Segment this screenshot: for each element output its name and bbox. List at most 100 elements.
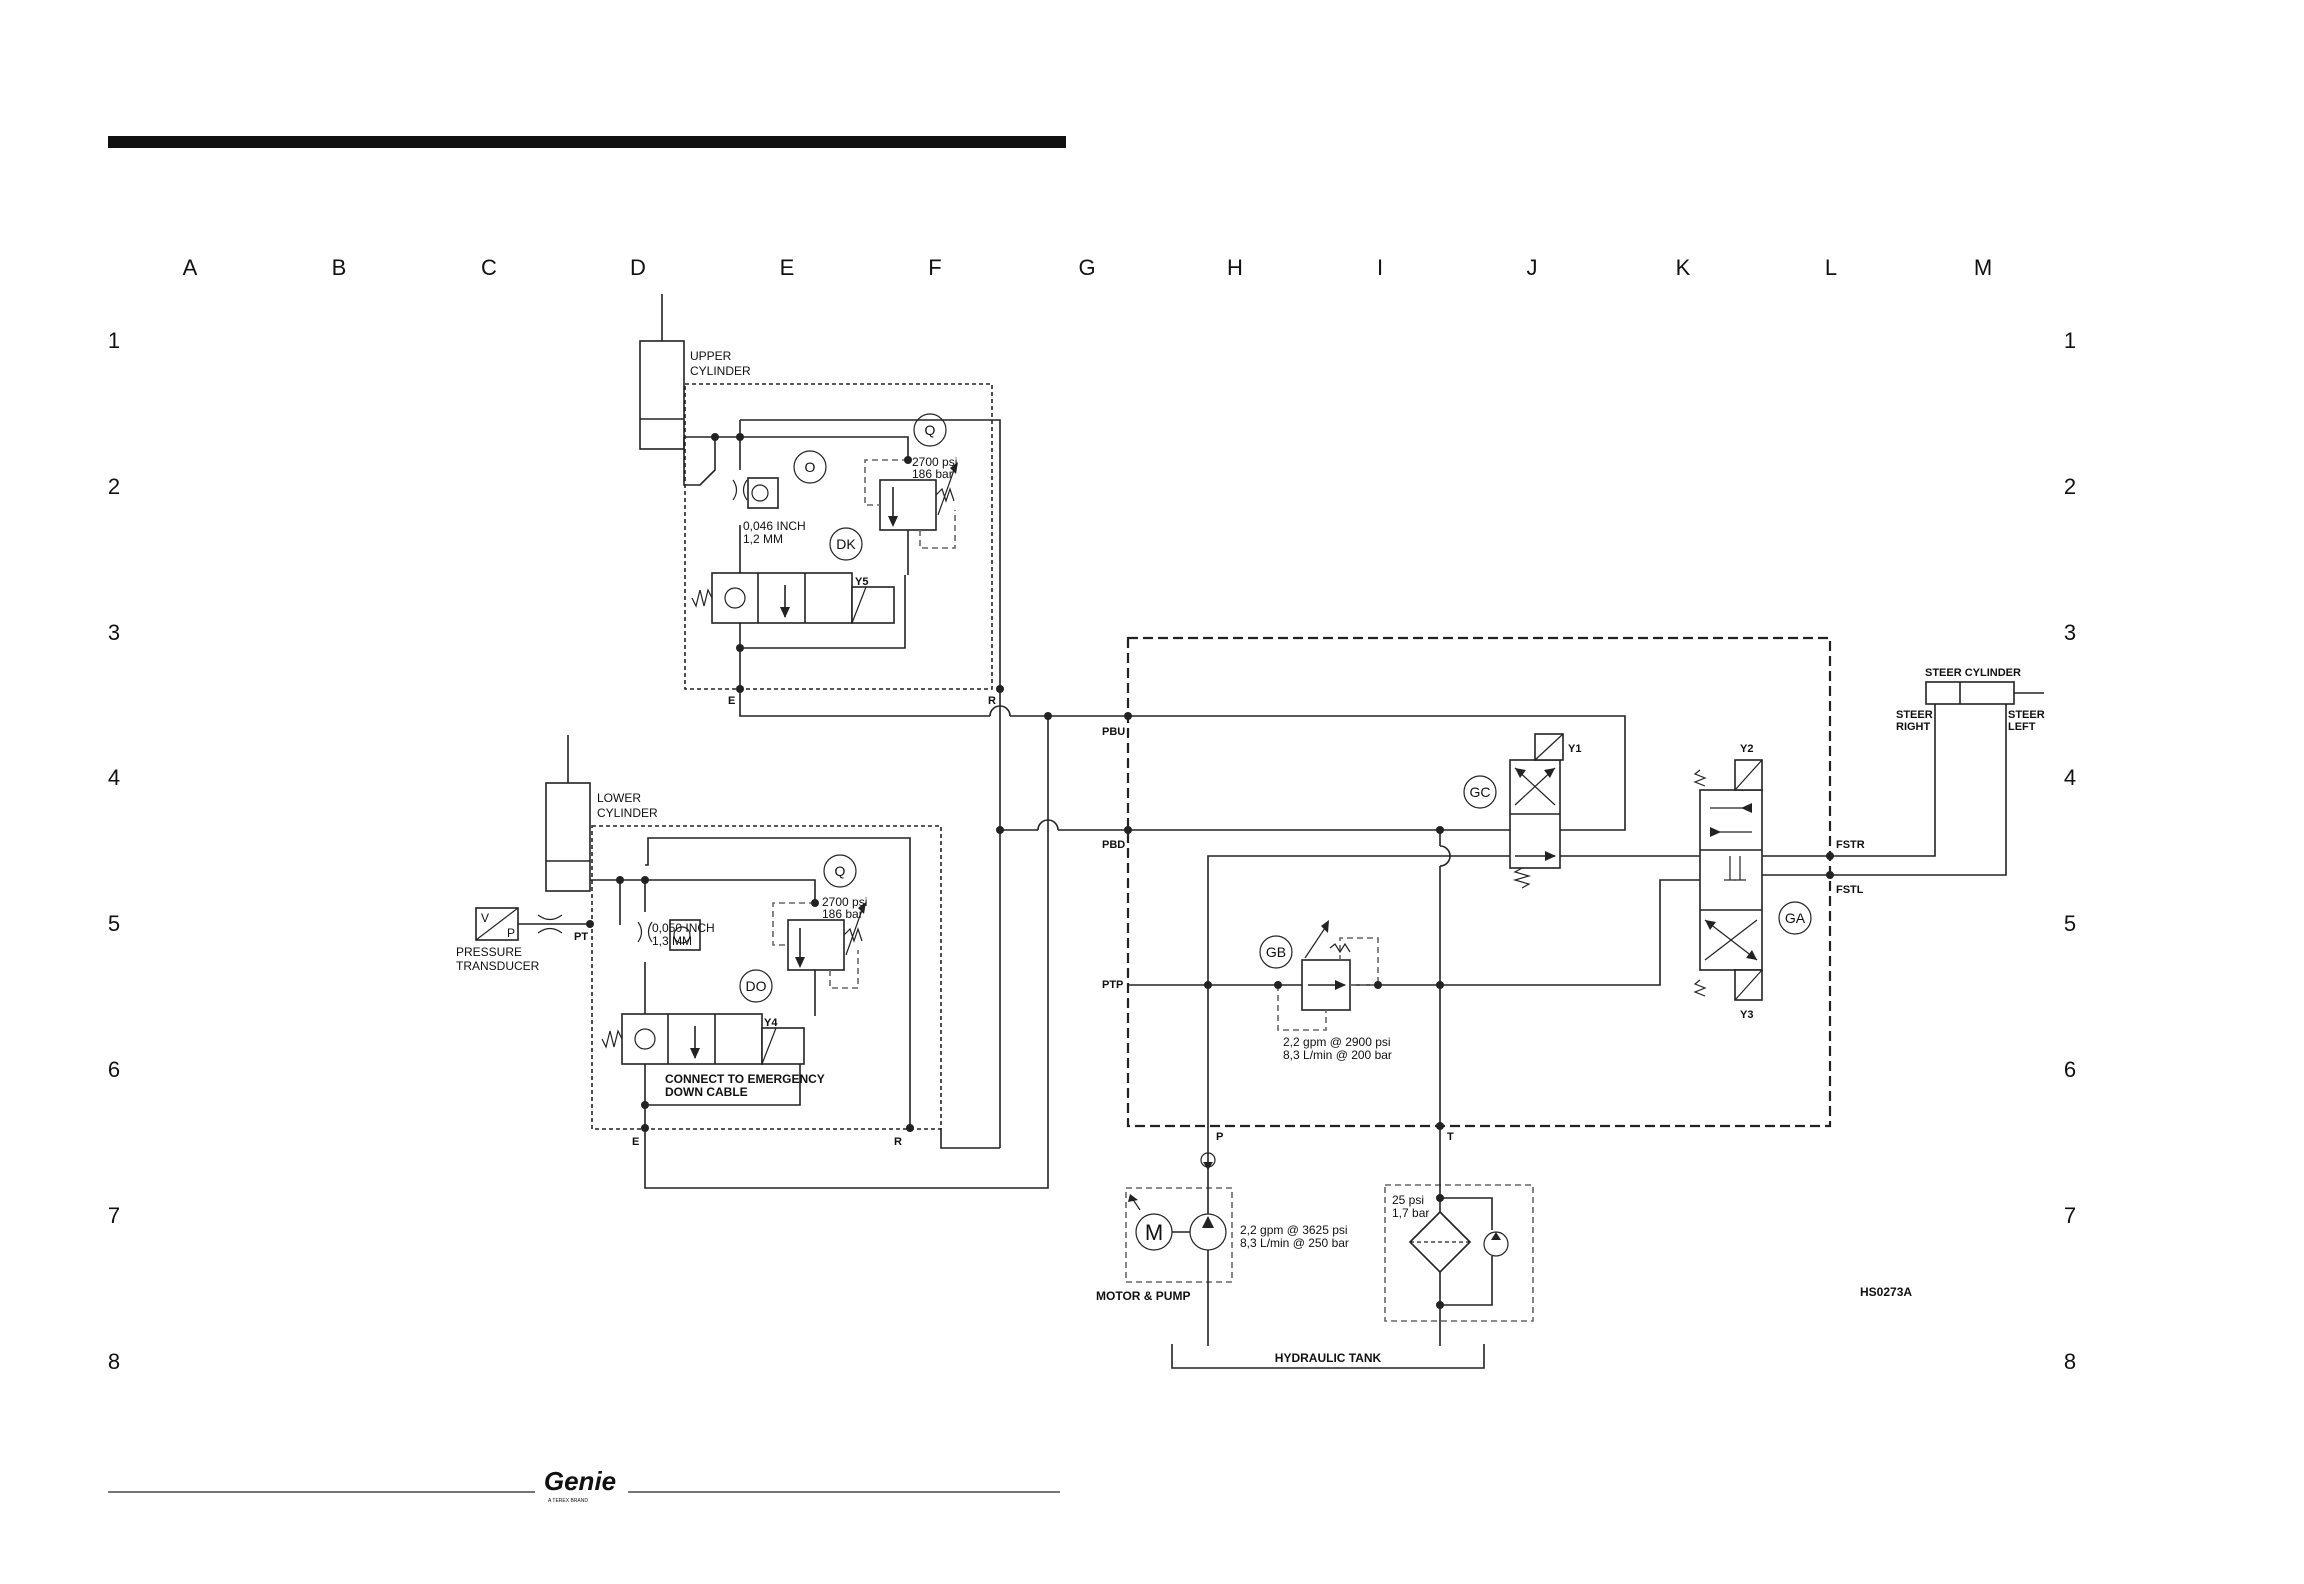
upper-cylinder-label-2: CYLINDER bbox=[690, 364, 751, 378]
row-label-2: 2 bbox=[108, 474, 120, 499]
port-fstr: FSTR bbox=[1836, 839, 1865, 851]
row-label-3-right: 3 bbox=[2064, 620, 2076, 645]
motor-pump: M P 2,2 gpm @ 3625 psi 8,3 L/min @ 250 b… bbox=[1096, 1126, 1349, 1346]
transducer-v: V bbox=[481, 911, 489, 925]
row-label-7: 7 bbox=[108, 1203, 120, 1228]
pump-rating-1: 2,2 gpm @ 3625 psi bbox=[1240, 1223, 1348, 1237]
port-p: P bbox=[1216, 1131, 1223, 1143]
steer-cylinder-label: STEER CYLINDER bbox=[1925, 667, 2021, 679]
steer-right-label-2: RIGHT bbox=[1896, 721, 1931, 733]
lower-cylinder: LOWER CYLINDER bbox=[545, 735, 658, 892]
upper-manifold: Y5 O Q DK 0,046 INCH 1,2 MM 2700 psi 186… bbox=[683, 383, 1001, 707]
col-label-f: F bbox=[928, 255, 941, 280]
col-label-b: B bbox=[332, 255, 347, 280]
col-label-l: L bbox=[1825, 255, 1837, 280]
steer-left-label-1: STEER bbox=[2008, 709, 2045, 721]
row-label-4: 4 bbox=[108, 765, 120, 790]
transducer-label-2: TRANSDUCER bbox=[456, 959, 540, 973]
col-label-i: I bbox=[1377, 255, 1383, 280]
lower-cylinder-label-2: CYLINDER bbox=[597, 806, 658, 820]
footer: Genie A TEREX BRAND bbox=[108, 1466, 1060, 1504]
row-label-2-right: 2 bbox=[2064, 474, 2076, 499]
port-pt: PT bbox=[574, 931, 588, 943]
lower-cylinder-label-1: LOWER bbox=[597, 791, 641, 805]
steer-left-label-2: LEFT bbox=[2008, 721, 2036, 733]
emergency-down-label-1: CONNECT TO EMERGENCY bbox=[665, 1072, 825, 1086]
row-label-8-right: 8 bbox=[2064, 1349, 2076, 1374]
row-label-3: 3 bbox=[108, 620, 120, 645]
lower-relief-label-1: 2700 psi bbox=[822, 895, 867, 909]
flow-reg-label-2: 8,3 L/min @ 200 bar bbox=[1283, 1048, 1392, 1062]
col-label-c: C bbox=[481, 255, 497, 280]
lower-port-e: E bbox=[632, 1136, 639, 1148]
steer-right-label-1: STEER bbox=[1896, 709, 1933, 721]
brand-logo: Genie bbox=[544, 1466, 616, 1496]
brand-tagline: A TEREX BRAND bbox=[548, 1498, 588, 1504]
lower-relief-label-2: 186 bar bbox=[822, 907, 863, 921]
steer-right-solenoid: Y2 bbox=[1740, 743, 1753, 755]
port-pbu: PBU bbox=[1102, 726, 1125, 738]
row-label-7-right: 7 bbox=[2064, 1203, 2076, 1228]
filter-rating-2: 1,7 bar bbox=[1392, 1206, 1429, 1220]
flow-reg-label-1: 2,2 gpm @ 2900 psi bbox=[1283, 1035, 1391, 1049]
col-label-m: M bbox=[1974, 255, 1992, 280]
row-label-6-right: 6 bbox=[2064, 1057, 2076, 1082]
port-t: T bbox=[1447, 1131, 1454, 1143]
upper-orifice-label-2: 1,2 MM bbox=[743, 532, 783, 546]
drawing-number: HS0273A bbox=[1860, 1285, 1912, 1299]
transducer-label-1: PRESSURE bbox=[456, 945, 522, 959]
col-label-k: K bbox=[1676, 255, 1691, 280]
enable-valve-solenoid: Y1 bbox=[1568, 743, 1581, 755]
upper-cylinder-label-1: UPPER bbox=[690, 349, 732, 363]
lower-port-r: R bbox=[894, 1136, 902, 1148]
motor-letter: M bbox=[1145, 1220, 1163, 1245]
grid-column-labels: A B C D E F G H I J K L M bbox=[183, 255, 1993, 280]
return-filter: T 25 psi 1,7 bar bbox=[1384, 1122, 1534, 1346]
lower-valve-solenoid: Y4 bbox=[764, 1017, 778, 1029]
steer-left-solenoid: Y3 bbox=[1740, 1009, 1753, 1021]
col-label-a: A bbox=[183, 255, 198, 280]
row-label-1-right: 1 bbox=[2064, 328, 2076, 353]
lower-manifold: Y4 Q DO 0,050 INCH 1,3 MM 2700 psi 186 b… bbox=[590, 825, 942, 1148]
steer-valve-tag: GA bbox=[1785, 910, 1806, 926]
upper-valve-tag: DK bbox=[836, 536, 856, 552]
port-pbd: PBD bbox=[1102, 839, 1125, 851]
pressure-transducer: V P PRESSURE TRANSDUCER PT bbox=[456, 907, 592, 973]
transducer-p: P bbox=[507, 926, 515, 940]
row-label-8: 8 bbox=[108, 1349, 120, 1374]
filter-rating-1: 25 psi bbox=[1392, 1193, 1424, 1207]
lower-relief-tag: Q bbox=[835, 863, 846, 879]
lower-orifice-label-2: 1,3 MM bbox=[652, 934, 692, 948]
lower-orifice-label-1: 0,050 INCH bbox=[652, 921, 715, 935]
junction-dots bbox=[586, 433, 1052, 1132]
upper-port-r: R bbox=[988, 695, 996, 707]
col-label-j: J bbox=[1527, 255, 1538, 280]
col-label-g: G bbox=[1078, 255, 1095, 280]
upper-check-tag: O bbox=[805, 459, 816, 475]
interconnect-lines bbox=[644, 689, 1128, 1189]
upper-valve-solenoid: Y5 bbox=[855, 576, 868, 588]
header-bar bbox=[108, 136, 1066, 148]
upper-relief-label-1: 2700 psi bbox=[912, 455, 957, 469]
port-ptp: PTP bbox=[1102, 979, 1123, 991]
row-label-5: 5 bbox=[108, 911, 120, 936]
main-manifold: PBU PBD PTP Y1 GC bbox=[1102, 636, 1865, 1128]
upper-cylinder: UPPER CYLINDER bbox=[639, 294, 751, 450]
upper-port-e: E bbox=[728, 695, 735, 707]
upper-orifice-label-1: 0,046 INCH bbox=[743, 519, 806, 533]
steer-cylinder: STEER CYLINDER STEER RIGHT STEER LEFT bbox=[1830, 667, 2045, 876]
enable-valve-tag: GC bbox=[1470, 784, 1491, 800]
lower-valve-tag: DO bbox=[746, 978, 767, 994]
col-label-h: H bbox=[1227, 255, 1243, 280]
row-label-1: 1 bbox=[108, 328, 120, 353]
pump-rating-2: 8,3 L/min @ 250 bar bbox=[1240, 1236, 1349, 1250]
hydraulic-tank-label: HYDRAULIC TANK bbox=[1275, 1351, 1382, 1365]
emergency-down-label-2: DOWN CABLE bbox=[665, 1085, 748, 1099]
hydraulic-tank: HYDRAULIC TANK bbox=[1171, 1344, 1485, 1369]
flow-reg-tag: GB bbox=[1266, 944, 1286, 960]
col-label-d: D bbox=[630, 255, 646, 280]
motor-pump-label: MOTOR & PUMP bbox=[1096, 1289, 1190, 1303]
upper-relief-label-2: 186 bar bbox=[912, 467, 953, 481]
row-label-6: 6 bbox=[108, 1057, 120, 1082]
